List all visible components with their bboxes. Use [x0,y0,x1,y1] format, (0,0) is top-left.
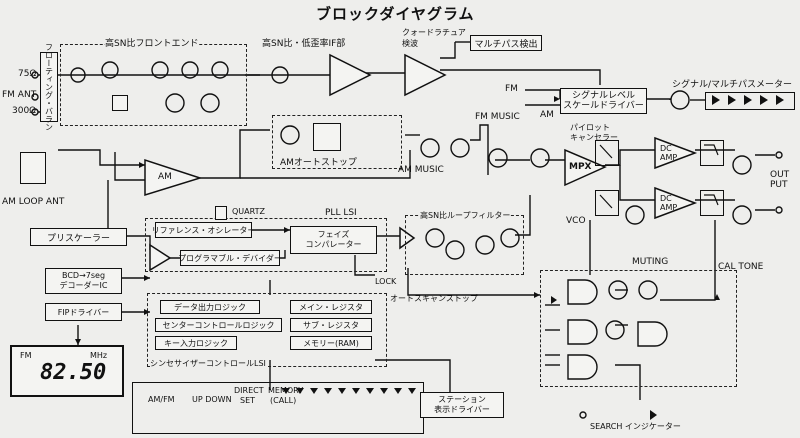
frequency-display [10,345,124,397]
fip-driver: FIPドライバー [45,303,122,321]
sub-register: サブ・レジスタ [290,318,372,332]
synth-lsi-section [147,293,387,367]
loop-filter-label: 高SN比ループフィルター [420,210,511,221]
quartz-crystal [215,206,227,220]
pilot-label-2: キャンセラー [570,133,618,142]
display-frequency: 82.50 [40,360,107,385]
signal-level-driver: シグナルレベル スケールドライバー [560,88,647,114]
pll-lsi-label: PLL LSI [325,208,357,218]
dc-amp-1-label: DC AMP [660,144,678,162]
bcd-decoder: BCD→7seg デコーダーIC [45,268,122,294]
phase-comp-label-2: コンパレーター [305,240,362,249]
memory-ram: メモリー(RAM) [290,336,372,350]
station-label-1: ステーション [438,395,486,404]
am-filter-box [313,123,341,151]
if-section-label: 高SN比・低歪率IF部 [262,39,346,49]
cal-tone-label: CAL TONE [718,262,764,272]
quadrature-label-2: 検波 [402,39,418,48]
muting-label: MUTING [632,257,669,267]
key-memory[interactable]: MEMORY [268,386,304,395]
lock-label: LOCK [375,277,397,286]
signal-meter-label: シグナル/マルチパスメーター [672,80,793,90]
quartz-label: QUARTZ [232,207,265,216]
data-output-logic: データ出力ロジック [160,300,260,314]
station-label-2: 表示ドライバー [434,405,490,414]
key-direct[interactable]: DIRECT [234,386,264,395]
vco-label: VCO [566,216,586,226]
filter-box-lower [595,190,619,216]
am-loop-label: AM LOOP ANT [2,197,65,207]
display-unit: MHz [90,351,108,360]
floating-balun: フローティング・バラン [40,43,58,131]
filter-box-upper [595,140,619,166]
muting-section [540,270,737,387]
front-end-section [60,44,247,126]
loop-filter-section [405,215,524,275]
reference-oscillator: リファレンス・オシレーター [152,222,255,238]
station-driver: ステーション 表示ドライバー [420,392,504,418]
mpx-label: MPX [569,162,592,172]
phase-comparator: フェイズ コンパレーター [290,226,377,254]
display-band: FM [20,351,32,360]
main-register: メイン・レジスタ [290,300,372,314]
am-block-label: AM [158,172,172,182]
key-set[interactable]: SET [240,396,256,405]
quadrature-label-1: クォードラチュア [402,28,466,37]
lpf-box-lower [700,190,724,216]
signal-meter-leds [705,92,795,110]
programmable-divider: プログラマブル・デバイダー [178,250,282,266]
fm-ant-label: FM ANT [2,90,37,100]
prescaler: プリスケーラー [30,228,127,246]
output-label: OUT PUT [770,170,790,190]
dc-amp-2-label: DC AMP [660,194,678,212]
am-loop-antenna [20,152,46,184]
front-end-coil [112,95,128,111]
am-auto-stop-label: AMオートストップ [280,158,357,168]
am-music-label: AM MUSIC [398,165,444,175]
signal-level-label-2: スケールドライバー [563,101,644,111]
key-call[interactable]: (CALL) [270,396,297,405]
key-up-down[interactable]: UP DOWN [192,395,232,404]
bcd-label-1: BCD→7seg [61,271,106,280]
fm-music-label: FM MUSIC [475,112,520,122]
signal-level-label-1: シグナルレベル [571,91,635,101]
phase-comp-label-1: フェイズ [317,230,350,239]
pilot-label-1: パイロット [570,123,610,132]
ant-300-label: 300Ω [12,106,37,116]
lpf-box-upper [700,140,724,166]
am-auto-stop-section [272,115,402,169]
ant-75-label: 75Ω [18,69,37,79]
front-end-label: 高SN比フロントエンド [105,36,199,49]
bcd-label-2: デコーダーIC [59,281,108,290]
center-control-logic: センターコントロールロジック [155,318,282,332]
diagram-title: ブロックダイヤグラム [316,5,475,23]
search-indicator-label: SEARCH インジケーター [590,422,681,431]
synth-lsi-label: シンセサイザーコントロールLSI [150,358,266,369]
am-switch-label: AM [540,110,554,120]
key-am-fm[interactable]: AM/FM [148,395,175,404]
key-input-logic: キー入力ロジック [155,336,237,350]
pll-lsi-section [145,218,387,272]
auto-scan-stop-label: オートスキャンストップ [390,294,478,303]
multipath-detector: マルチパス検出 [470,35,542,51]
fm-switch-label: FM [505,84,518,94]
